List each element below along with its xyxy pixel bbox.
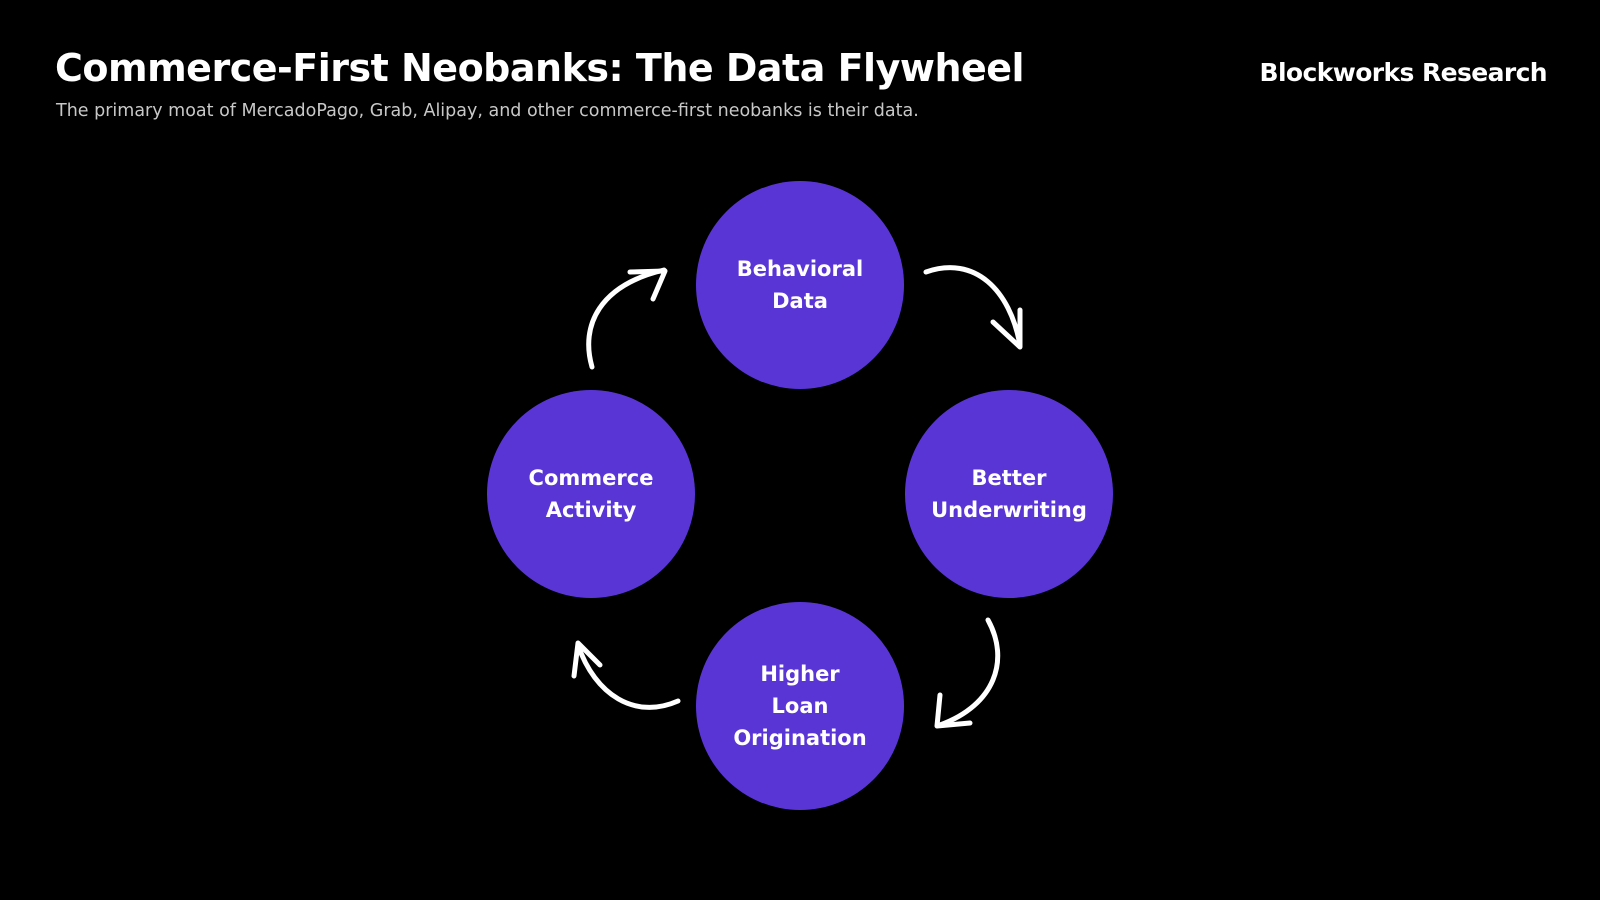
node-label: Commerce Activity	[528, 466, 654, 522]
node-label: Better Underwriting	[931, 466, 1087, 522]
node-higher-loan-origination: Higher Loan Origination	[696, 602, 904, 810]
arrow-icon	[586, 267, 668, 370]
brand-logo: Blockworks Research	[1259, 58, 1547, 87]
page-subtitle: The primary moat of MercadoPago, Grab, A…	[56, 101, 919, 121]
node-label: Higher Loan Origination	[733, 662, 867, 750]
node-label: Behavioral Data	[736, 257, 864, 313]
node-behavioral-data: Behavioral Data	[696, 181, 904, 389]
arrow-icon	[934, 617, 1001, 729]
node-better-underwriting: Better Underwriting	[905, 390, 1113, 598]
arrow-icon	[571, 640, 681, 710]
arrow-icon	[923, 265, 1023, 350]
node-commerce-activity: Commerce Activity	[487, 390, 695, 598]
page-title: Commerce-First Neobanks: The Data Flywhe…	[55, 46, 1025, 90]
